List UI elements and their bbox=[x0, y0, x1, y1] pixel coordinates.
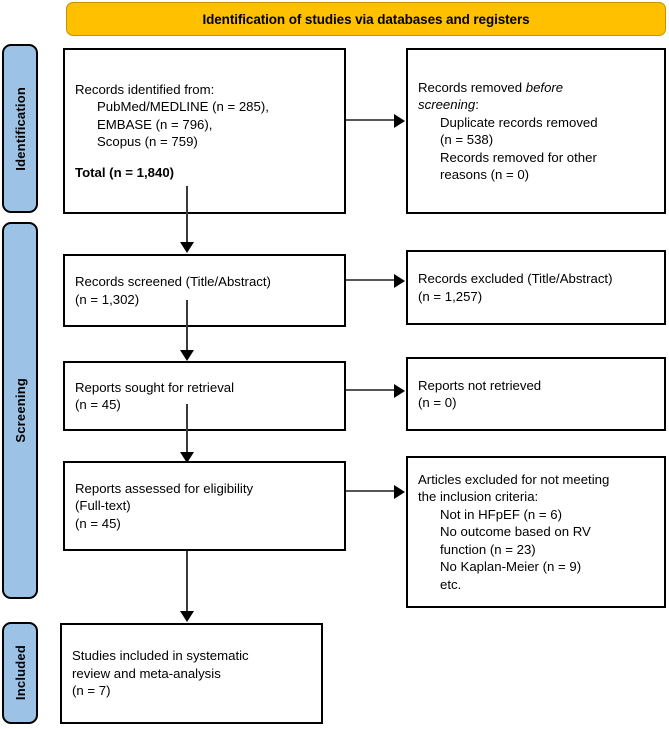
records-identified-scopus: Scopus (n = 759) bbox=[97, 134, 198, 150]
records-screened-line1: Records screened (Title/Abstract) bbox=[75, 274, 271, 289]
connector-sought-to-assessed bbox=[186, 404, 188, 454]
box-reports-assessed: Reports assessed for eligibility (Full-t… bbox=[63, 461, 346, 551]
reports-sought-line1: Reports sought for retrieval bbox=[75, 379, 235, 395]
articles-excluded-reason-etc: etc. bbox=[440, 576, 462, 592]
records-removed-line2-emphasis: screening bbox=[418, 97, 476, 112]
box-records-removed: Records removed before screening: Duplic… bbox=[406, 48, 666, 214]
stage-bar-included: Included bbox=[2, 622, 38, 724]
connector-identified-to-removed bbox=[346, 119, 398, 121]
records-identified-pubmed: PubMed/MEDLINE (n = 285), bbox=[97, 99, 269, 115]
records-identified-embase: EMBASE (n = 796), bbox=[97, 116, 213, 132]
articles-excluded-line1: Articles excluded for not meeting bbox=[418, 471, 610, 487]
articles-excluded-reason-rv-count: function (n = 23) bbox=[440, 541, 536, 557]
diagram-header-banner: Identification of studies via databases … bbox=[66, 2, 666, 36]
reports-assessed-line1: Reports assessed for eligibility bbox=[75, 480, 254, 496]
records-screened-count: (n = 1,302) bbox=[75, 291, 140, 307]
articles-excluded-line2: the inclusion criteria: bbox=[418, 489, 539, 505]
reports-not-retrieved-count: (n = 0) bbox=[418, 395, 457, 410]
box-reports-not-retrieved: Reports not retrieved (n = 0) bbox=[406, 357, 666, 431]
arrowhead-right-icon bbox=[394, 274, 405, 288]
connector-assessed-to-articles-excluded bbox=[346, 490, 398, 492]
box-articles-excluded: Articles excluded for not meeting the in… bbox=[406, 456, 666, 608]
box-studies-included: Studies included in systematic review an… bbox=[60, 623, 323, 724]
articles-excluded-reason-rv: No outcome based on RV bbox=[440, 524, 591, 540]
records-excluded-count: (n = 1,257) bbox=[418, 288, 483, 304]
arrowhead-down-icon bbox=[180, 242, 194, 253]
arrowhead-right-icon bbox=[394, 114, 405, 128]
reports-assessed-count: (n = 45) bbox=[75, 515, 121, 531]
records-excluded-line1: Records excluded (Title/Abstract) bbox=[418, 271, 613, 286]
box-records-excluded: Records excluded (Title/Abstract) (n = 1… bbox=[406, 250, 666, 325]
connector-screened-to-excluded bbox=[346, 279, 398, 281]
arrowhead-down-icon bbox=[180, 611, 194, 622]
stage-label-screening: Screening bbox=[12, 378, 28, 443]
records-removed-line1: Records removed before bbox=[418, 79, 654, 97]
arrowhead-down-icon bbox=[180, 452, 194, 463]
connector-identified-to-screened bbox=[186, 186, 188, 244]
spacer bbox=[75, 151, 334, 164]
connector-assessed-to-included bbox=[186, 551, 188, 613]
stage-label-included: Included bbox=[12, 645, 28, 701]
records-identified-total: Total (n = 1,840) bbox=[75, 164, 175, 180]
records-removed-other: Records removed for other bbox=[440, 149, 597, 165]
box-records-identified: Records identified from: PubMed/MEDLINE … bbox=[63, 48, 346, 214]
articles-excluded-reason-hfpef: Not in HFpEF (n = 6) bbox=[440, 506, 563, 522]
reports-not-retrieved-line1: Reports not retrieved bbox=[418, 377, 542, 393]
box-records-screened: Records screened (Title/Abstract) (n = 1… bbox=[63, 254, 346, 327]
stage-bar-identification: Identification bbox=[2, 44, 38, 213]
studies-included-count: (n = 7) bbox=[72, 683, 111, 699]
records-removed-line1-text: Records removed bbox=[418, 79, 526, 95]
records-removed-duplicates: Duplicate records removed bbox=[440, 114, 598, 130]
records-removed-other-count: reasons (n = 0) bbox=[440, 167, 530, 182]
box-reports-sought: Reports sought for retrieval (n = 45) bbox=[63, 361, 346, 431]
arrowhead-right-icon bbox=[394, 485, 405, 499]
records-removed-line2: screening: bbox=[418, 96, 654, 114]
arrowhead-down-icon bbox=[180, 350, 194, 361]
stage-label-identification: Identification bbox=[12, 86, 28, 171]
arrowhead-right-icon bbox=[394, 384, 405, 398]
records-identified-line1: Records identified from: bbox=[75, 81, 215, 97]
records-removed-line2-colon: : bbox=[475, 97, 479, 112]
records-removed-duplicates-count: (n = 538) bbox=[440, 132, 494, 147]
reports-sought-count: (n = 45) bbox=[75, 397, 121, 412]
articles-excluded-reason-km: No Kaplan-Meier (n = 9) bbox=[440, 559, 582, 575]
connector-sought-to-not-retrieved bbox=[346, 389, 398, 391]
diagram-title: Identification of studies via databases … bbox=[202, 11, 530, 27]
stage-bar-screening: Screening bbox=[2, 222, 38, 599]
studies-included-line1: Studies included in systematic bbox=[72, 648, 249, 664]
connector-screened-to-sought bbox=[186, 300, 188, 352]
studies-included-line2: review and meta-analysis bbox=[72, 665, 221, 681]
reports-assessed-line2: (Full-text) bbox=[75, 498, 131, 514]
records-removed-line1-emphasis: before bbox=[525, 79, 564, 95]
